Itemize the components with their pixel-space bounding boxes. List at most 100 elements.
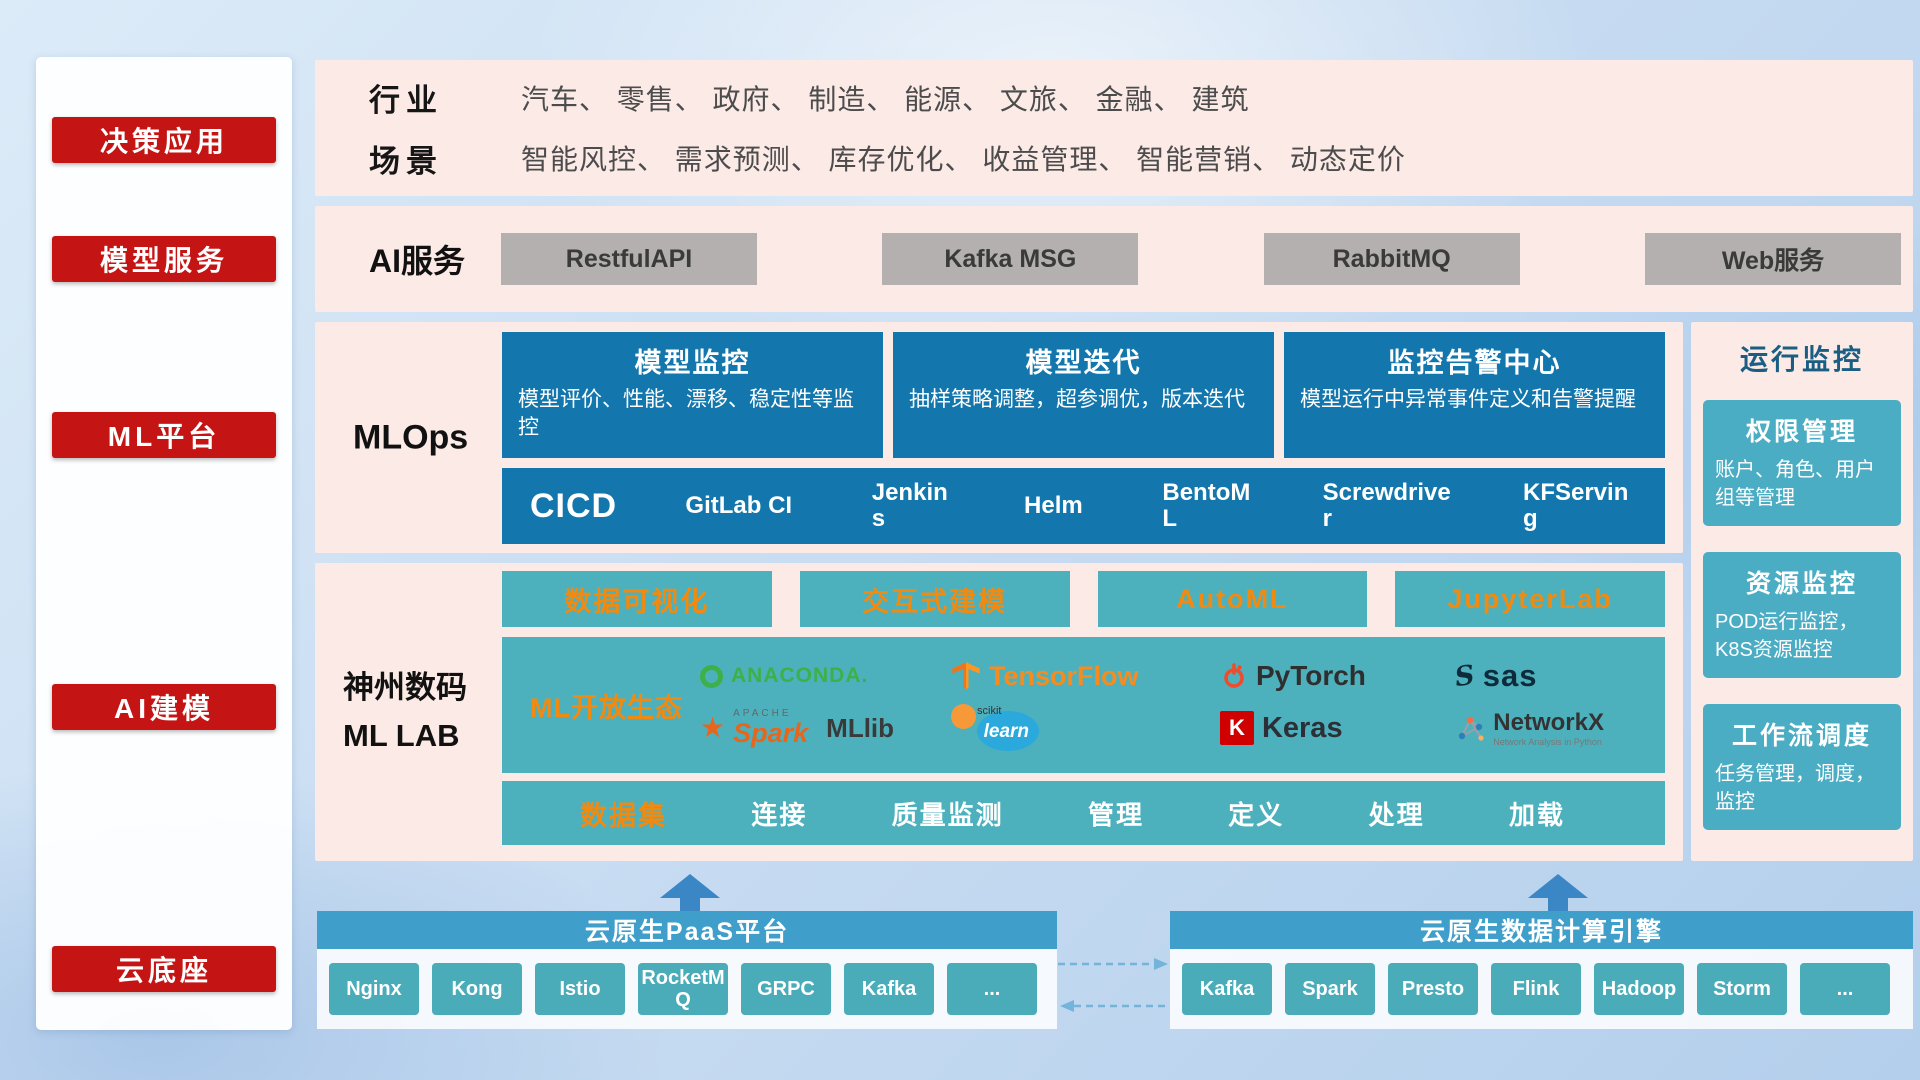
chip-rocketmq: RocketMQ [638,963,728,1015]
keras-logo: K Keras [1219,711,1455,745]
card-desc: 抽样策略调整，超参调优，版本迭代 [909,388,1245,411]
tool-screwdriver: Screwdriver [1322,479,1451,532]
mllab-top-buttons: 数据可视化 交互式建模 AutoML JupyterLab [502,571,1665,627]
dataset-item-load: 加载 [1508,799,1565,830]
pytorch-logo: PyTorch [1220,660,1455,692]
sas-swirl-icon: S [1453,659,1477,693]
dataset-item-connect: 连接 [751,799,808,830]
networkx-label: NetworkX [1493,709,1604,737]
btn-jupyterlab: JupyterLab [1395,571,1665,627]
card-title: 权限管理 [1745,418,1858,446]
industry-scene-panel: 行业 汽车、 零售、 政府、 制造、 能源、 文旅、 金融、 建筑 场景 智能风… [315,60,1913,196]
networkx-graph-icon [1459,716,1484,741]
scikit-learn-logo: scikit learn [951,704,1041,752]
card-desc: POD运行监控，K8S资源监控 [1715,611,1859,661]
chip-storm: Storm [1697,963,1787,1015]
ml-ecosystem-label: ML开放生态 [530,692,683,723]
tool-bentoml: BentoML [1162,479,1251,532]
pytorch-flame-icon [1224,663,1244,688]
service-rabbitmq: RabbitMQ [1263,233,1520,285]
card-desc: 模型运行中异常事件定义和告警提醒 [1300,388,1636,411]
industry-label: 行业 [369,83,443,119]
spark-star-icon: ★ [700,712,726,743]
arrow-up-icon [660,874,720,898]
mllab-panel: 神州数码 ML LAB 数据可视化 交互式建模 AutoML JupyterLa… [315,563,1683,861]
dataset-label: 数据集 [580,800,667,831]
mllab-label-line1: 神州数码 [343,669,467,705]
card-workflow-scheduling: 工作流调度 任务管理，调度，监控 [1703,704,1901,830]
networkx-subtitle: Network Analysis in Python [1493,736,1602,747]
arrow-stem [680,898,700,912]
dataset-item-process: 处理 [1368,799,1425,830]
tool-helm: Helm [1024,492,1083,520]
ml-ecosystem-band: ML开放生态 ANACONDA. TensorFlow [502,637,1665,773]
apache-label: APACHE [733,707,792,719]
arrow-up-icon [1528,874,1588,898]
chip-presto: Presto [1388,963,1478,1015]
mllib-label: MLlib [826,712,895,743]
tool-kfserving: KFServing [1522,479,1629,532]
tensorflow-icon [952,662,980,690]
chip-nginx: Nginx [329,963,419,1015]
card-model-iteration: 模型迭代 抽样策略调整，超参调优，版本迭代 [893,332,1274,458]
card-title: 模型监控 [634,348,751,378]
tool-jenkins: Jenkins [871,479,948,532]
mllab-content: 数据可视化 交互式建模 AutoML JupyterLab ML开放生态 ANA… [502,571,1665,847]
card-title: 模型迭代 [1025,348,1142,378]
cicd-bar: CICD GitLab CI Jenkins Helm BentoML Scre… [502,468,1665,544]
chip-hadoop: Hadoop [1594,963,1684,1015]
btn-data-visualization: 数据可视化 [502,571,772,627]
scene-label: 场景 [369,143,443,179]
anaconda-label: ANACONDA. [731,664,869,687]
spark-label: APACHE Spark [733,707,809,749]
anaconda-ring-icon [700,664,723,688]
btn-automl: AutoML [1097,571,1368,627]
chip-flink: Flink [1491,963,1581,1015]
paas-platform-bar: 云原生PaaS平台 [317,911,1057,949]
tensorflow-logo: TensorFlow [951,661,1220,692]
sas-label: sas [1482,658,1538,693]
anaconda-logo: ANACONDA. [700,664,951,688]
keras-k-icon: K [1219,711,1254,745]
card-permission-mgmt: 权限管理 账户、角色、用户组等管理 [1703,400,1901,526]
dataset-band: 数据集 连接 质量监测 管理 定义 处理 加载 [502,781,1665,845]
card-title: 工作流调度 [1731,722,1872,750]
sidebar-item-ai-modeling: AI建模 [52,684,276,730]
chip-ellipsis: ... [947,963,1037,1015]
card-desc: 模型评价、性能、漂移、稳定性等监控 [518,388,854,440]
sidebar-item-model-service: 模型服务 [52,236,276,282]
run-monitoring-title: 运行监控 [1739,344,1864,375]
sas-logo: S sas [1453,658,1657,694]
mlops-label: MLOps [353,418,469,456]
card-alert-center: 监控告警中心 模型运行中异常事件定义和告警提醒 [1284,332,1665,458]
up-arrow-paas [660,874,720,912]
data-engine-components-strip: Kafka Spark Presto Flink Hadoop Storm ..… [1170,949,1913,1029]
card-model-monitoring: 模型监控 模型评价、性能、漂移、稳定性等监控 [502,332,883,458]
ai-service-label: AI服务 [369,243,466,279]
dataset-item-quality: 质量监测 [891,799,1004,830]
mlops-cards: 模型监控 模型评价、性能、漂移、稳定性等监控 模型迭代 抽样策略调整，超参调优，… [502,332,1665,458]
up-arrow-engine [1528,874,1588,912]
cicd-label: CICD [530,486,618,525]
card-title: 资源监控 [1745,570,1858,598]
sidebar-item-decision-apps: 决策应用 [52,117,276,163]
service-kafka-msg: Kafka MSG [882,233,1139,285]
sidebar-item-cloud-base: 云底座 [52,946,276,992]
chip-kafka: Kafka [844,963,934,1015]
service-restfulapi: RestfulAPI [501,233,757,285]
tensorflow-label: TensorFlow [989,660,1139,691]
spark-name: Spark [733,718,809,749]
arrow-left-head [1060,1000,1074,1012]
dataset-item-define: 定义 [1228,799,1285,830]
chip-grpc: GRPC [741,963,831,1015]
sklearn-learn-label: learn [983,721,1030,742]
sidebar-item-ml-platform: ML平台 [52,412,276,458]
chip-ellipsis: ... [1800,963,1890,1015]
networkx-text: NetworkX Network Analysis in Python [1493,709,1604,747]
paas-components-strip: Nginx Kong Istio RocketMQ GRPC Kafka ... [317,949,1057,1029]
card-desc: 任务管理，调度，监控 [1715,763,1875,813]
tool-gitlab-ci: GitLab CI [685,492,793,520]
btn-interactive-modeling: 交互式建模 [799,571,1070,627]
card-resource-monitoring: 资源监控 POD运行监控，K8S资源监控 [1703,552,1901,678]
run-monitoring-panel: 运行监控 权限管理 账户、角色、用户组等管理 资源监控 POD运行监控，K8S资… [1691,322,1913,861]
